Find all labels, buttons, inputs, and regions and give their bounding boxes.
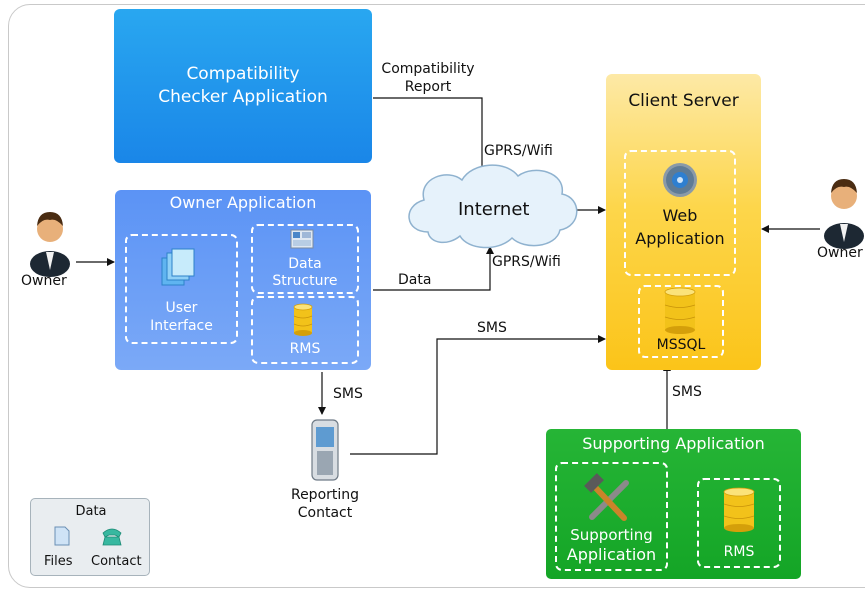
data-link-label: Data (398, 272, 432, 288)
link-owner-internet (373, 246, 494, 291)
client-server-title: Client Server (628, 91, 739, 111)
web-app-line1: Web (662, 206, 698, 225)
contact-icon (102, 528, 122, 546)
web-application-group (624, 150, 736, 276)
mssql-group (638, 285, 724, 358)
owner-application-box (115, 190, 371, 370)
ds-label-line2: Structure (272, 273, 338, 289)
mssql-label: MSSQL (656, 337, 706, 353)
link-compat-internet (373, 97, 486, 177)
internet-cloud (408, 164, 578, 249)
ui-label-line1: User (165, 300, 198, 316)
legend-contact-label: Contact (91, 554, 142, 569)
file-icon (54, 526, 70, 546)
compat-app-line2: Checker Application (158, 87, 328, 107)
web-app-line2: Application (635, 229, 725, 248)
support-tool-group (555, 462, 668, 571)
legend-files-label: Files (44, 554, 73, 569)
user-interface-group (125, 234, 238, 344)
data-structure-group (251, 224, 359, 294)
owner-app-title: Owner Application (169, 193, 317, 212)
support-rms-group (697, 478, 781, 568)
sms-mid-label: SMS (477, 320, 507, 336)
legend-icons (54, 526, 122, 546)
legend-title: Data (75, 504, 107, 519)
sms-phone-label: SMS (333, 386, 363, 402)
reporting-line2: Contact (297, 505, 353, 521)
support-rms-label: RMS (723, 544, 755, 560)
gprs-mid-label: GPRS/Wifi (492, 254, 561, 270)
ui-label-line2: Interface (150, 318, 213, 334)
gprs-top-label: GPRS/Wifi (484, 143, 553, 159)
compatibility-checker-box (114, 9, 372, 163)
supporting-application-box (546, 429, 801, 579)
compat-report-line1: Compatibility (381, 61, 475, 77)
link-phone-client (350, 335, 606, 455)
support-tool-line1: Supporting (570, 526, 653, 544)
owner-right-label: Owner (817, 245, 863, 261)
data-legend: Data Files Contact (30, 498, 150, 576)
sms-support-label: SMS (672, 384, 702, 400)
support-tool-line2: Application (566, 545, 657, 564)
owner-rms-label: RMS (289, 341, 321, 357)
compat-report-line2: Report (404, 79, 452, 95)
owner-rms-group (251, 296, 359, 364)
support-app-title: Supporting Application (582, 434, 765, 453)
internet-label: Internet (458, 199, 530, 220)
reporting-line1: Reporting (290, 487, 360, 503)
compat-app-line1: Compatibility (186, 64, 300, 84)
owner-left-label: Owner (21, 273, 67, 289)
ds-label-line1: Data (288, 256, 322, 272)
